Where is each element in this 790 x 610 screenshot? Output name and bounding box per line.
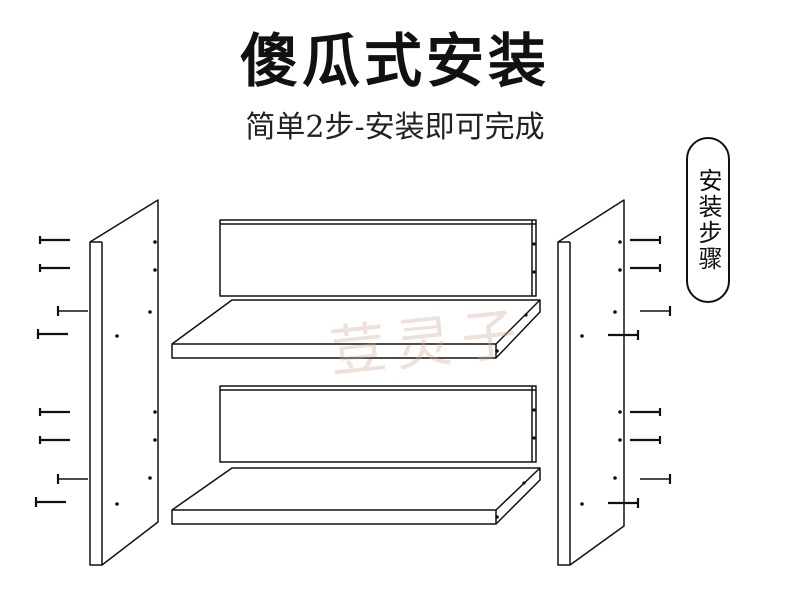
right-side-panel	[557, 199, 625, 566]
screw-icon	[34, 497, 66, 507]
screw-icon	[630, 264, 662, 272]
screw-icon	[36, 329, 68, 339]
screw-icon	[38, 436, 70, 444]
screw-icon	[38, 264, 70, 272]
right-screws	[608, 236, 672, 508]
screw-icon	[608, 498, 640, 508]
screw-icon	[56, 306, 88, 316]
steps-badge: 安装步骤	[686, 137, 730, 303]
left-screws	[34, 236, 88, 507]
page-subtitle: 简单2步-安装即可完成	[245, 110, 545, 145]
screw-icon	[56, 474, 88, 484]
steps-badge-label: 安装步骤	[694, 168, 722, 272]
lower-shelf	[171, 467, 541, 525]
screw-icon	[630, 236, 662, 244]
screw-icon	[38, 408, 70, 416]
upper-shelf	[171, 299, 541, 359]
screw-icon	[608, 330, 640, 340]
page-title: 傻瓜式安装	[239, 27, 550, 95]
left-side-panel	[89, 199, 159, 566]
lower-back-board	[219, 385, 537, 463]
screw-icon	[640, 474, 672, 484]
screw-icon	[38, 236, 70, 244]
screw-icon	[630, 408, 662, 416]
screw-icon	[640, 306, 672, 316]
upper-back-board	[219, 219, 537, 297]
screw-icon	[630, 436, 662, 444]
